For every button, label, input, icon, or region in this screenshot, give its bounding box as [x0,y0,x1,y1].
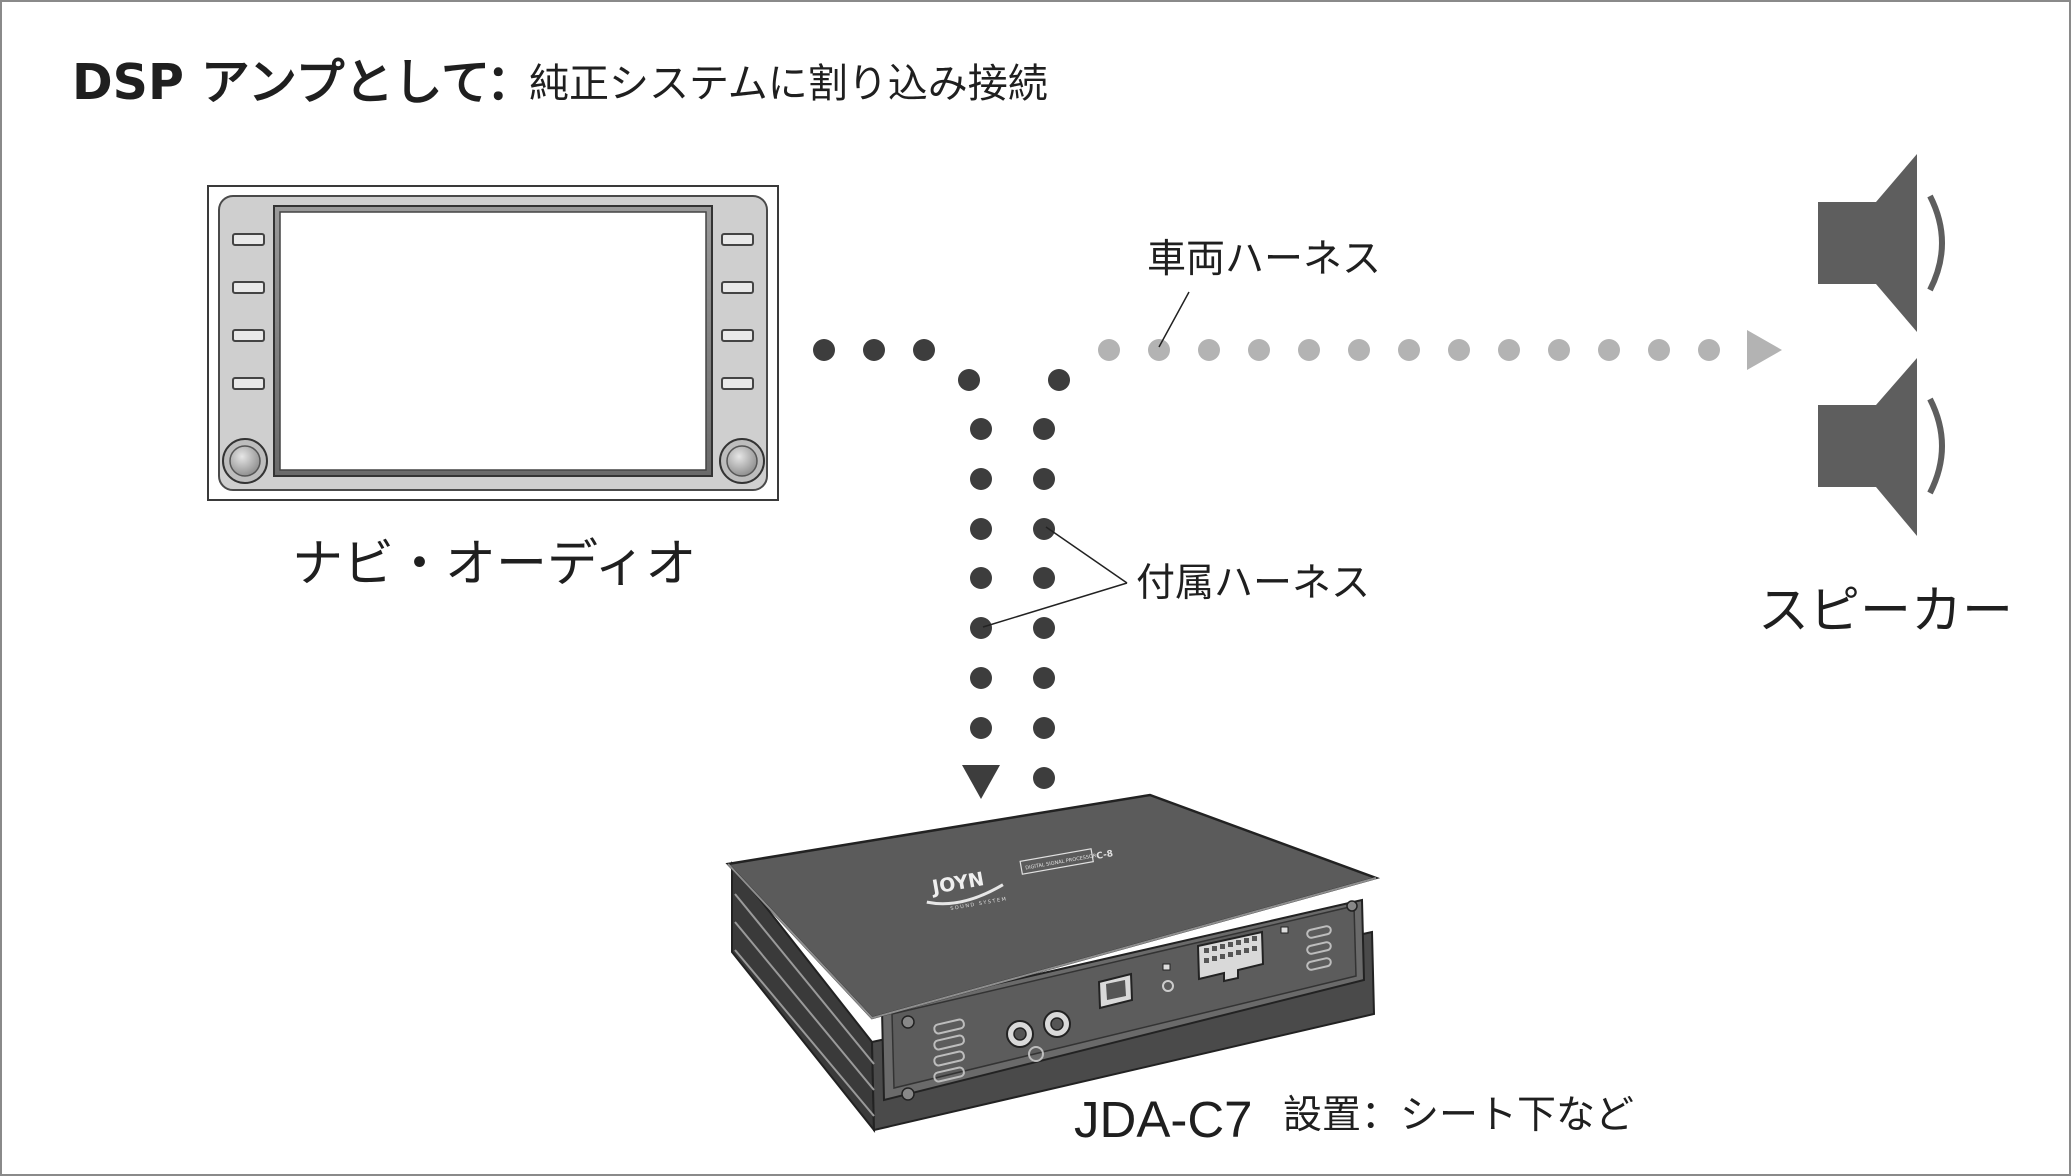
head-unit-knob-right [719,438,765,484]
harness-from-dsp-dots [1033,369,1070,789]
device-nameplate-badge: C-8 [1096,849,1114,862]
speaker-label: スピーカー [1758,582,2014,641]
installation-location-label: 設置：シート下など [1283,1093,1635,1138]
head-unit-label: ナビ・オーディオ [292,535,697,594]
speaker-lower [1818,358,1945,536]
page-title-separator: ： [486,54,536,111]
navi-output-dots [813,339,980,391]
vehicle-harness-label: 車両ハーネス [1147,237,1382,282]
harness-connector-icon [1196,930,1265,983]
leader-lines [982,291,1190,628]
head-unit-left-buttons [232,233,265,390]
arrow-down-icon [962,765,1000,799]
page-subtitle: 純正システムに割り込み接続 [529,61,1048,107]
dsp-amplifier-icon: JOYN SOUND SYSTEM DIGITAL SIGNAL PROCESS… [725,793,1381,1133]
vehicle-harness-dots [1098,339,1720,361]
harness-to-dsp-dots [970,418,992,739]
head-unit-right-buttons [721,233,754,390]
page-title: DSP アンプとして [72,54,491,111]
head-unit-knob-left [222,438,268,484]
rca-input-jacks [1006,1010,1071,1062]
model-name-label: JDA-C7 [1074,1091,1253,1148]
speaker-upper [1818,154,1945,332]
head-unit-icon [207,185,779,501]
included-harness-label: 付属ハーネス [1136,561,1371,606]
speaker-icon [1818,154,1945,536]
arrow-right-icon [1747,330,1782,370]
usb-port-icon [1097,972,1134,1010]
